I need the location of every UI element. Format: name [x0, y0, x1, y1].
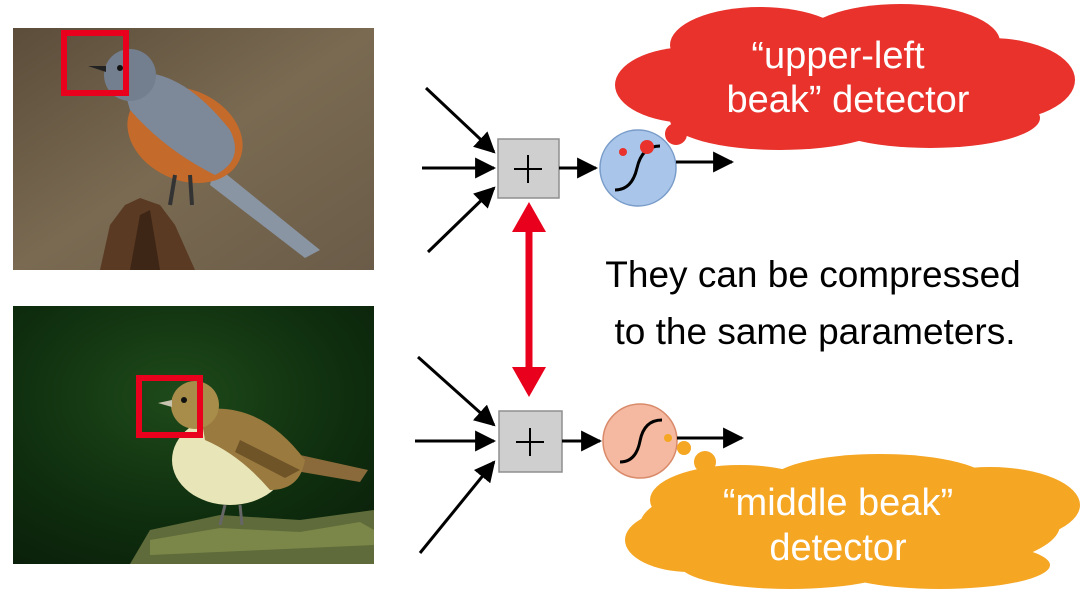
bottom-bubble-line2: detector [769, 527, 907, 569]
top-bubble-line2: beak” detector [727, 79, 970, 121]
caption-line2: to the same parameters. [614, 311, 1015, 352]
top-bird-photo [13, 28, 374, 270]
top-bubble-line1: “upper-left [751, 35, 925, 77]
bottom-input-arrow-1 [418, 357, 494, 425]
bottom-bubble-line1: “middle beak” [723, 482, 953, 524]
caption-line1: They can be compressed [605, 254, 1020, 295]
shared-parameters-double-arrow [512, 202, 546, 397]
middle-beak-detector-bubble: “middle beak” detector [625, 434, 1080, 589]
top-thought-dot-large [665, 123, 687, 145]
upper-left-beak-detector-bubble: “upper-left beak” detector [615, 4, 1075, 156]
bottom-thought-dot-small [664, 434, 672, 442]
top-input-arrow-1 [426, 88, 494, 152]
top-thought-dot-small [619, 148, 627, 156]
bottom-input-arrow-3 [420, 462, 494, 553]
bottom-thought-dot-medium [677, 441, 691, 455]
top-input-arrow-3 [428, 188, 494, 252]
top-thought-dot-medium [640, 140, 654, 154]
